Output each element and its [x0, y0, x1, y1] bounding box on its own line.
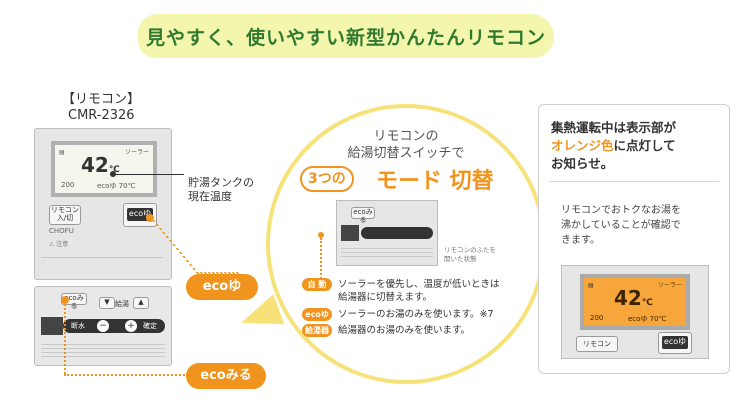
brand-logo: CHOFU [49, 227, 74, 235]
orange-temperature: 42℃ [614, 286, 653, 310]
kyuto-label: 給湯 [115, 300, 129, 308]
panel-title-line1: 集熱運転中は表示部が [551, 120, 677, 135]
bubble-control-bar [361, 227, 433, 239]
remote-open-panel: ecoみる ▼ 給湯 ▲ 断水 − + 確定 [34, 286, 172, 366]
bubble-remote-image: ecoみる [336, 200, 438, 266]
bubble-title: リモコンの 給湯切替スイッチで [270, 128, 542, 162]
eco-miru-connector-v [64, 304, 66, 374]
panel-divider [549, 181, 719, 182]
panel-eco-button: ecoゆ [662, 336, 688, 349]
panel-title-line3: お知らせ。 [551, 156, 614, 171]
tank-temp-leader-line [112, 174, 184, 175]
orange-temperature-value: 42 [614, 286, 642, 310]
minus-button[interactable]: − [97, 320, 109, 332]
display-bottom-left: 200 [61, 181, 75, 189]
remote-display: ▤ ソーラー 42℃ 200 ecoゆ 70℃ [51, 141, 157, 197]
mode-desc-ecoyu: ソーラーのお湯のみを使います。※7 [338, 309, 494, 320]
panel-title-line2b: に点灯して [613, 138, 676, 153]
eco-yu-callout: ecoゆ [186, 274, 258, 300]
mode-switch-heading: モード 切替 [376, 169, 494, 194]
remote-power-button[interactable]: リモコン入/切 [49, 205, 81, 225]
panel-text-line1: リモコンでおトクなお湯を [561, 205, 681, 216]
headline-text: 見やすく、使いやすい新型かんたんリモコン [145, 26, 546, 49]
bubble-mode-connector [320, 238, 322, 282]
model-number: CMR-2326 [68, 108, 135, 123]
orange-temperature-unit: ℃ [641, 298, 653, 308]
bubble-mode-marker [318, 232, 324, 238]
headline-banner: 見やすく、使いやすい新型かんたんリモコン [138, 14, 554, 58]
model-category: 【リモコン】 [62, 92, 141, 107]
orange-bottom-left: 200 [590, 314, 604, 322]
mode-switch[interactable] [41, 317, 63, 335]
temperature-control-bar: 断水 − + 確定 [63, 319, 165, 333]
tank-temperature-value: 42 [81, 153, 109, 177]
panel-text-line3: きます。 [561, 235, 600, 246]
orange-eco-status: ecoゆ 70℃ [628, 315, 667, 323]
bubble-title-line2: 給湯切替スイッチで [347, 146, 465, 161]
tank-temp-line1: 貯湯タンクの [188, 176, 254, 189]
mode-label-kyutoki: 給湯器 [302, 324, 332, 337]
panel-remote-image: ▤ ソーラー 42℃ 200 ecoゆ 70℃ リモコン ecoゆ [561, 265, 709, 359]
mode-label-auto: 自 動 [302, 278, 332, 291]
panel-text: リモコンでおトクなお湯を 沸かしていることが確認で きます。 [561, 203, 681, 248]
panel-remote-button: リモコン [576, 336, 618, 352]
instruction-fine-print [41, 341, 165, 357]
eco-yu-button-frame[interactable]: ecoゆ [123, 203, 157, 227]
three-modes-badge: 3つの [300, 166, 354, 192]
mode-desc-auto-line1: ソーラーを優先し、温度が低いときは [338, 279, 500, 290]
bubble-fine-print [341, 245, 433, 259]
panel-eco-button-frame: ecoゆ [658, 332, 692, 354]
cover-open-note-line2: 開いた状態 [444, 255, 477, 263]
mode-desc-auto-line2: 給湯器に切替えます。 [338, 292, 433, 303]
tank-temp-annotation: 貯湯タンクの 現在温度 [188, 176, 254, 204]
orange-display: ▤ ソーラー 42℃ 200 ecoゆ 70℃ [580, 274, 690, 330]
cover-open-note-line1: リモコンのふたを [444, 246, 496, 254]
cover-open-note: リモコンのふたを 開いた状態 [444, 246, 496, 264]
panel-title-line2: オレンジ色に点灯して [551, 137, 721, 155]
tank-temp-line2: 現在温度 [188, 190, 232, 203]
dansui-button[interactable]: 断水 [71, 322, 85, 330]
panel-title: 集熱運転中は表示部が オレンジ色に点灯して お知らせ。 [551, 119, 721, 173]
tank-temperature: 42℃ [81, 153, 120, 177]
eco-miru-connector-h [64, 374, 188, 376]
temperature-unit: ℃ [108, 165, 120, 175]
remote-controller: ▤ ソーラー 42℃ 200 ecoゆ 70℃ リモコン入/切 ecoゆ CHO… [34, 128, 172, 280]
orange-display-panel: 集熱運転中は表示部が オレンジ色に点灯して お知らせ。 リモコンでおトクなお湯を… [538, 104, 730, 374]
tank-temp-dot [110, 171, 116, 177]
solar-label: ソーラー [124, 149, 149, 156]
eco-yu-marker [146, 214, 154, 222]
panel-text-line2: 沸かしていることが確認で [561, 220, 681, 231]
bubble-eco-miru-button: ecoみる [351, 207, 375, 224]
down-button[interactable]: ▼ [99, 297, 115, 309]
mode-label-ecoyu: ecoゆ [302, 308, 332, 321]
panel-title-orange: オレンジ色 [551, 138, 614, 153]
up-button[interactable]: ▲ [133, 297, 149, 309]
eco-miru-marker [61, 296, 69, 304]
bubble-mode-switch [341, 225, 359, 241]
mode-switch-bubble: リモコンの 給湯切替スイッチで 3つの モード 切替 ecoみる リモコンのふた… [266, 104, 546, 384]
orange-gauge-icon: ▤ [588, 282, 594, 289]
tank-gauge-icon: ▤ [59, 149, 65, 156]
model-label: 【リモコン】 CMR-2326 [62, 92, 140, 124]
plus-button[interactable]: + [125, 320, 137, 332]
mode-desc-kyutoki: 給湯器のお湯のみを使います。 [338, 325, 471, 336]
mode-desc-auto: ソーラーを優先し、温度が低いときは 給湯器に切替えます。 [338, 278, 500, 304]
warning-label: ⚠ 注意 [49, 241, 69, 248]
eco-miru-callout: ecoみる [186, 363, 266, 389]
display-eco-status: ecoゆ 70℃ [97, 182, 136, 190]
kettei-button[interactable]: 確定 [143, 322, 157, 330]
remote-cover-edge [41, 257, 163, 272]
bubble-title-line1: リモコンの [373, 129, 439, 144]
orange-solar-label: ソーラー [657, 282, 682, 289]
